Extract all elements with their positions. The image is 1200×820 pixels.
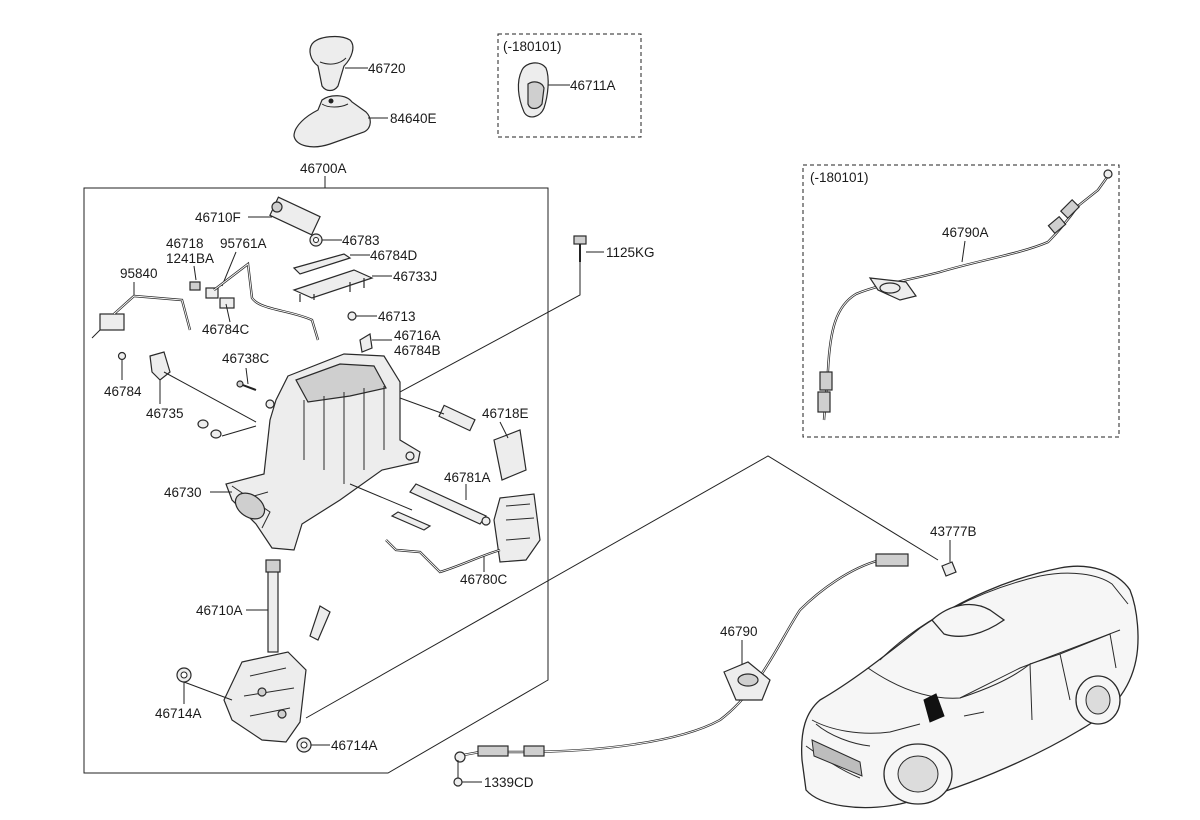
shifter-location-marker (923, 693, 945, 723)
variant-box-cable (802, 164, 1120, 438)
vehicle-illustration (800, 565, 1139, 809)
note-180101-b: (-180101) (810, 170, 869, 185)
shift-cable-46790 (454, 553, 909, 763)
label-46716A: 46716A (394, 328, 441, 343)
clip-43777B (941, 561, 957, 577)
label-46700A: 46700A (300, 161, 347, 176)
part-46718E (399, 397, 527, 481)
assembly-box-46700A (83, 187, 549, 774)
part-46716A (359, 333, 373, 353)
label-46784C: 46784C (202, 322, 250, 337)
bolt-1125KG (573, 235, 587, 262)
label-95761A: 95761A (220, 236, 267, 251)
shift-cable-46790A (817, 169, 1113, 421)
part-46733J (292, 269, 374, 302)
label-46790A: 46790A (942, 225, 989, 240)
wire-46780C (385, 539, 501, 574)
note-180101-a: (-180101) (503, 39, 562, 54)
label-1241BA: 1241BA (166, 251, 214, 266)
shift-knob-46720 (309, 35, 354, 92)
boot-84640E (293, 95, 371, 148)
variant-box-knob (497, 33, 642, 138)
lower-bracket (223, 651, 307, 743)
wire-95761A (213, 261, 320, 341)
pin-46738C (236, 380, 257, 391)
label-46714A-bottom: 46714A (331, 738, 378, 753)
label-46720: 46720 (368, 61, 406, 76)
label-46780C: 46780C (460, 572, 508, 587)
label-46784: 46784 (104, 384, 142, 399)
nut-46714A-left (176, 667, 192, 683)
label-46718E: 46718E (482, 406, 529, 421)
leader-1125KG (373, 257, 581, 407)
leader-cable-link (305, 455, 939, 719)
part-46718-clip (189, 281, 235, 309)
label-95840: 95840 (120, 266, 158, 281)
sensor-95840 (91, 294, 192, 339)
label-46783: 46783 (342, 233, 380, 248)
washer-set (197, 419, 257, 439)
label-1125KG: 1125KG (606, 245, 655, 260)
shift-knob-46711A (517, 62, 549, 118)
part-46710F (269, 196, 321, 236)
label-46738C: 46738C (222, 351, 270, 366)
label-46784D: 46784D (370, 248, 418, 263)
label-46713: 46713 (378, 309, 416, 324)
lever-46710A (265, 559, 331, 653)
part-46713 (347, 311, 357, 321)
label-46733J: 46733J (393, 269, 437, 284)
rod-46781A (409, 483, 491, 526)
label-46790: 46790 (720, 624, 758, 639)
label-46730: 46730 (164, 485, 202, 500)
label-46710A: 46710A (196, 603, 243, 618)
part-46784 (117, 351, 127, 361)
pin-small (390, 511, 432, 531)
label-46735: 46735 (146, 406, 184, 421)
label-46714A-left: 46714A (155, 706, 202, 721)
label-46718: 46718 (166, 236, 204, 251)
label-43777B: 43777B (930, 524, 977, 539)
label-46711A: 46711A (570, 78, 616, 93)
label-84640E: 84640E (390, 111, 437, 126)
part-46783 (309, 233, 323, 247)
label-46781A: 46781A (444, 470, 491, 485)
bracket-46735 (149, 351, 257, 423)
label-46710F: 46710F (195, 210, 241, 225)
nut-1339CD (453, 777, 463, 787)
label-1339CD: 1339CD (484, 775, 534, 790)
nut-46714A-bottom (296, 737, 312, 753)
solenoid-46780C-block (493, 493, 541, 563)
part-46784D (292, 253, 352, 275)
label-46784B: 46784B (394, 343, 441, 358)
shift-lever-housing-46730 (225, 353, 421, 551)
